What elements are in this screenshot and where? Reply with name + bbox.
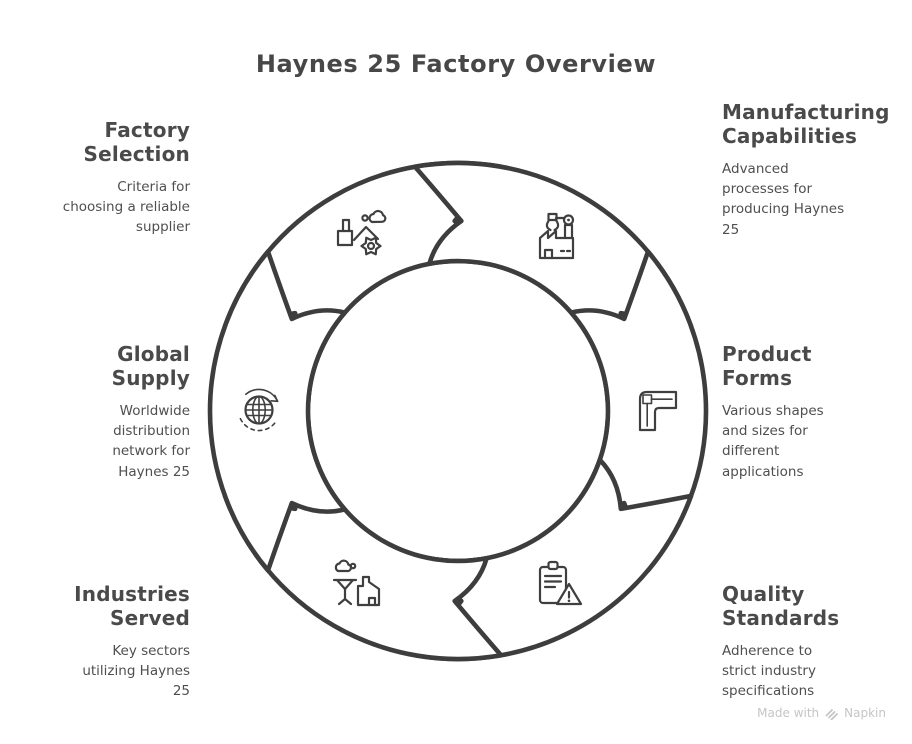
- item-description: Adherence to strict industry specificati…: [722, 642, 816, 700]
- item-heading: Quality Standards: [722, 582, 840, 631]
- napkin-logo-icon: [825, 709, 839, 720]
- item-description: Advanced processes for producing Haynes …: [722, 160, 845, 238]
- item-heading: Industries Served: [74, 582, 190, 631]
- robot-arm-factory-icon: [538, 212, 575, 260]
- watermark-prefix: Made with: [757, 706, 820, 720]
- label-global-supply: Global Supply Worldwide distribution net…: [18, 342, 190, 482]
- globe-rotation-icon: [239, 388, 279, 432]
- label-quality-standards: Quality Standards Adherence to strict in…: [722, 582, 894, 702]
- item-description: Key sectors utilizing Haynes 25: [82, 642, 190, 700]
- elbow-pipe-icon: [638, 390, 678, 432]
- item-description: Worldwide distribution network for Hayne…: [112, 402, 190, 480]
- watermark: Made with Napkin: [757, 706, 886, 720]
- ring-diagram: [190, 143, 726, 679]
- label-industries-served: Industries Served Key sectors utilizing …: [18, 582, 190, 702]
- factory-gear-icon: [336, 209, 387, 256]
- item-heading: Product Forms: [722, 342, 812, 391]
- label-product-forms: Product Forms Various shapes and sizes f…: [722, 342, 894, 482]
- watermark-brand: Napkin: [844, 706, 886, 720]
- item-description: Criteria for choosing a reliable supplie…: [62, 178, 190, 236]
- item-heading: Manufacturing Capabilities: [722, 100, 890, 149]
- label-manufacturing-capabilities: Manufacturing Capabilities Advanced proc…: [722, 100, 894, 240]
- funnel-industry-icon: [332, 559, 381, 607]
- item-description: Various shapes and sizes for different a…: [722, 402, 824, 480]
- clipboard-warning-icon: [538, 560, 583, 606]
- item-heading: Global Supply: [111, 342, 190, 391]
- label-factory-selection: Factory Selection Criteria for choosing …: [18, 118, 190, 238]
- item-heading: Factory Selection: [83, 118, 190, 167]
- page-title: Haynes 25 Factory Overview: [255, 50, 657, 78]
